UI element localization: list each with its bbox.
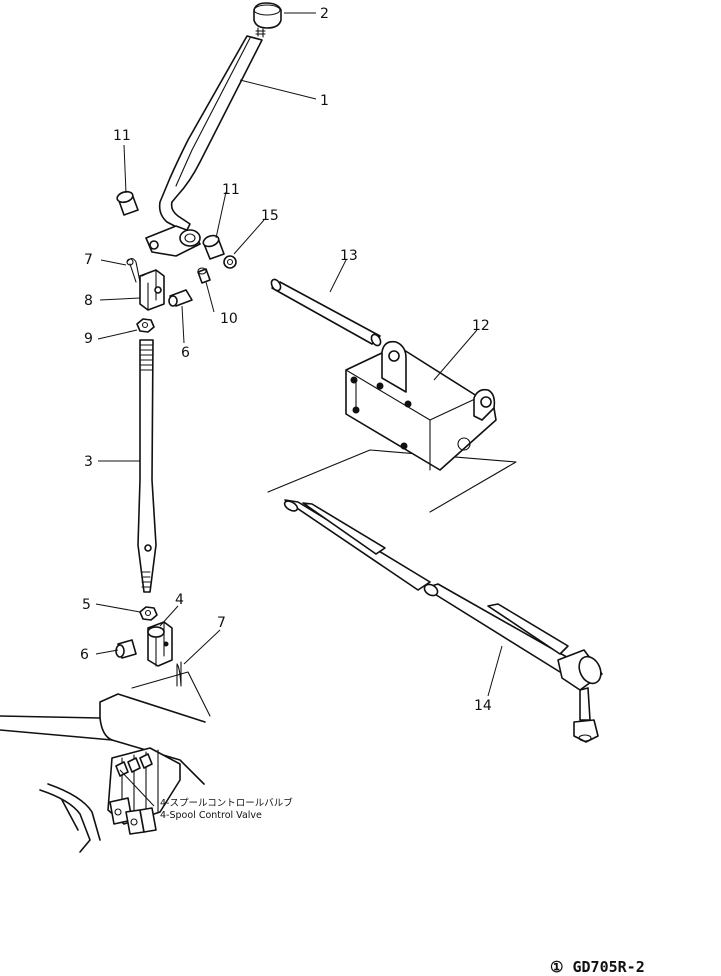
callout-11-right: 11 [222, 182, 240, 198]
clevis-part-8 [139, 269, 165, 311]
clevis-part-4 [147, 621, 173, 667]
bushing-part-11-right [202, 234, 225, 260]
callout-11-left: 11 [113, 128, 131, 144]
leader-lines [95, 12, 503, 807]
base-plate-outline [131, 671, 211, 717]
knob-part-2 [253, 2, 282, 38]
control-valve-body [107, 747, 181, 835]
callout-15: 15 [261, 208, 279, 224]
lever-assembly-part-14 [283, 499, 603, 743]
callout-3: 3 [84, 454, 93, 470]
callout-6-bottom: 6 [80, 647, 89, 663]
washer-part-15 [223, 255, 237, 269]
callout-7-top: 7 [84, 252, 93, 268]
callout-10: 10 [220, 311, 238, 327]
machine-frame [0, 693, 206, 853]
callout-7-bottom: 7 [217, 615, 226, 631]
bushing-part-11-left [116, 190, 139, 216]
callout-13: 13 [340, 248, 358, 264]
rod-part-3 [137, 339, 157, 593]
pin-part-13 [270, 278, 382, 347]
bushing-part-10 [197, 267, 211, 284]
callout-6-top: 6 [181, 345, 190, 361]
callout-9: 9 [84, 331, 93, 347]
bracket-part-12 [267, 340, 517, 513]
valve-label-english: 4-Spool Control Valve [160, 810, 262, 821]
lever-part-1 [145, 35, 263, 257]
valve-label-japanese: 4-スプールコントロールバルブ [160, 797, 293, 809]
drawing-code: ① GD705R-2 [550, 958, 645, 976]
nut-part-9 [136, 318, 155, 333]
nut-part-5 [139, 606, 158, 621]
callout-14: 14 [474, 698, 492, 714]
callout-5: 5 [82, 597, 91, 613]
pin-part-6-bottom [115, 639, 137, 659]
callout-2: 2 [320, 6, 329, 22]
callout-4: 4 [175, 592, 184, 608]
cotter-pin-part-7-top [126, 257, 141, 283]
callout-1: 1 [320, 93, 329, 109]
callout-8: 8 [84, 293, 93, 309]
pin-part-6-top [168, 289, 193, 307]
callout-12: 12 [472, 318, 490, 334]
callouts: 2 1 11 11 15 13 12 7 8 9 10 6 3 5 4 6 7 … [80, 6, 492, 714]
